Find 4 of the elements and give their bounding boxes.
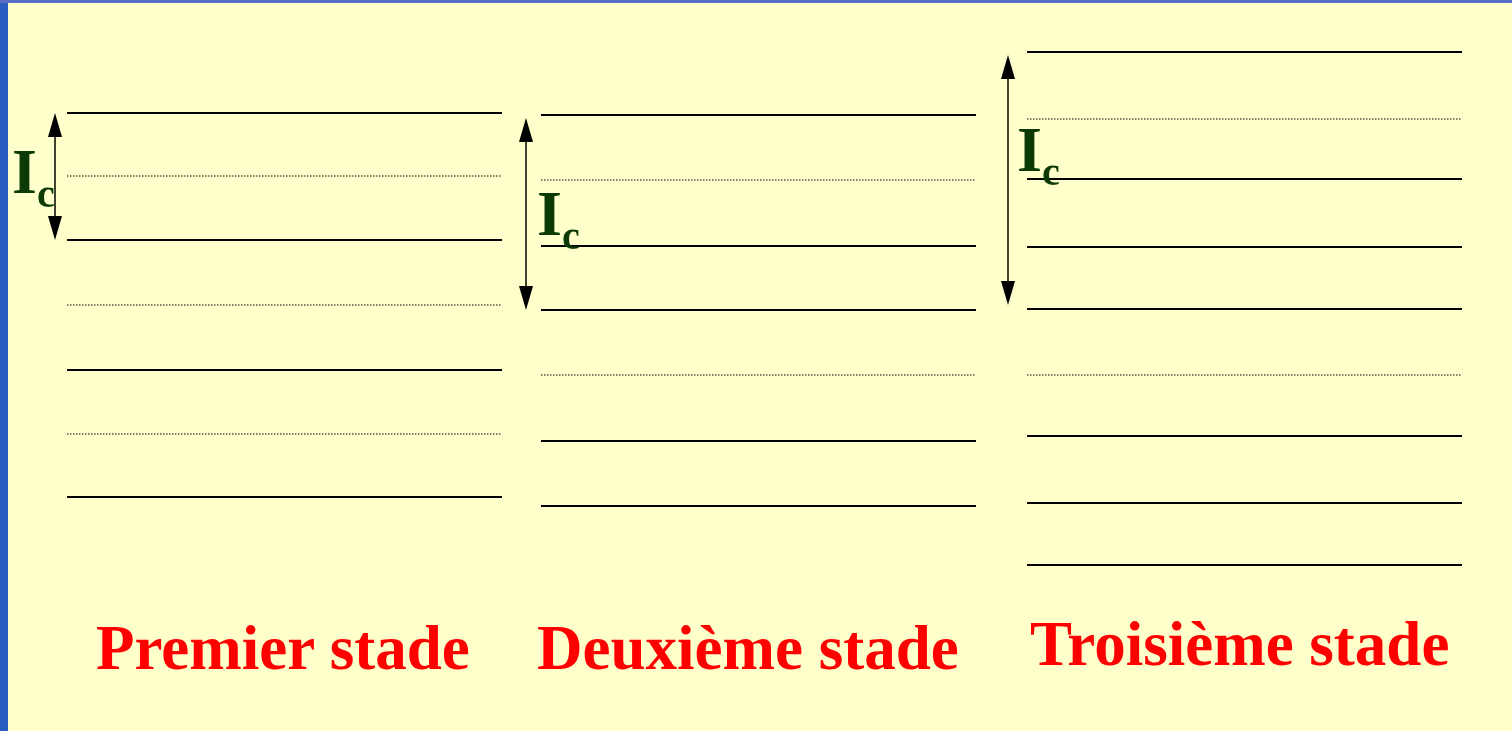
dimension-symbol: I$_{c}$	[12, 140, 55, 214]
stage-caption: Troisième stade	[1030, 613, 1450, 676]
stage-caption: Deuxième stade	[537, 617, 959, 680]
stage-caption: Premier stade	[96, 617, 470, 680]
